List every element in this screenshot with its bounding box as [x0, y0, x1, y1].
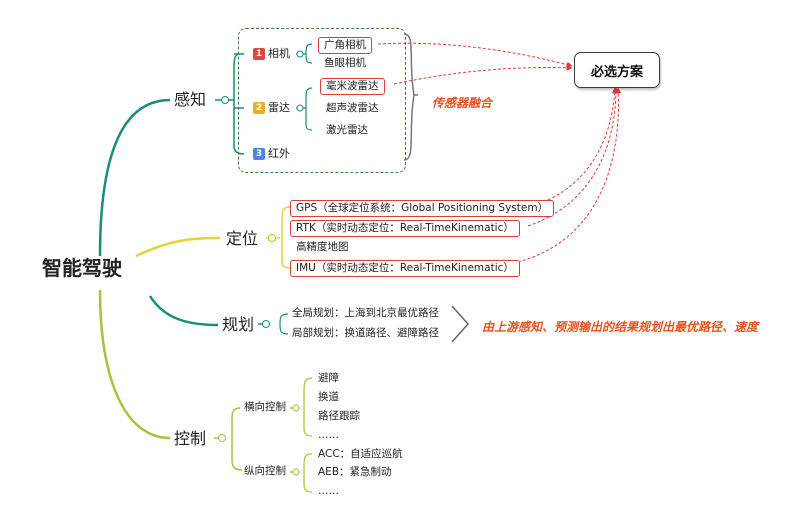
node-lidar[interactable]: 激光雷达 [326, 124, 368, 136]
node-lateral-control[interactable]: 横向控制 [244, 401, 286, 413]
planning-bracket [279, 313, 289, 335]
node-mmwave-radar[interactable]: 毫米波雷达 [320, 78, 385, 95]
toggle-localization[interactable] [268, 234, 276, 242]
sensor-fusion-note: 传感器融合 [432, 96, 493, 110]
fusion-brace [403, 33, 418, 161]
planning-chevron [451, 305, 470, 343]
node-infrared[interactable]: 红外 [268, 147, 290, 160]
badge-camera: 1 [253, 48, 265, 60]
toggle-longitudinal[interactable] [292, 468, 300, 476]
perception-bracket [233, 53, 245, 155]
toggle-planning[interactable] [262, 320, 270, 328]
toggle-radar[interactable] [296, 104, 304, 112]
node-wide-angle-camera[interactable]: 广角相机 [318, 37, 372, 54]
planning-note: 由上游感知、预测输出的结果规划出最优路径、速度 [482, 320, 759, 334]
branch-perception-line [98, 98, 171, 257]
control-bracket [231, 407, 243, 471]
badge-radar: 2 [253, 102, 265, 114]
node-local-planning[interactable]: 局部规划：换道路径、避障路径 [292, 327, 439, 339]
node-gps[interactable]: GPS（全球定位系统：Global Positioning System） [290, 200, 555, 217]
perception-group-frame [238, 28, 406, 173]
node-camera[interactable]: 相机 [268, 47, 290, 60]
node-lateral-more[interactable]: …… [318, 429, 339, 441]
toggle-control[interactable] [218, 434, 226, 442]
node-planning[interactable]: 规划 [222, 315, 255, 334]
badge-infrared: 3 [253, 148, 265, 160]
node-fisheye-camera[interactable]: 鱼眼相机 [324, 57, 366, 69]
node-perception[interactable]: 感知 [174, 90, 207, 109]
node-lane-change[interactable]: 换道 [318, 391, 339, 403]
branch-localization-line [135, 236, 221, 258]
arrow-imu [517, 87, 622, 263]
node-control[interactable]: 控制 [174, 429, 207, 448]
toggle-lateral[interactable] [292, 404, 300, 412]
arrow-mmwave-radar [393, 64, 573, 85]
branch-control-line [98, 289, 171, 440]
node-acc[interactable]: ACC：自适应巡航 [318, 448, 403, 460]
arrow-rtk [527, 87, 619, 227]
arrow-wide-camera [377, 42, 573, 68]
root-node[interactable]: 智能驾驶 [42, 256, 122, 280]
node-aeb[interactable]: AEB：紧急制动 [318, 466, 392, 478]
localization-bracket [281, 206, 291, 269]
node-ultrasonic-radar[interactable]: 超声波雷达 [326, 102, 379, 114]
node-longitudinal-more[interactable]: …… [318, 485, 339, 497]
toggle-perception[interactable] [221, 96, 229, 104]
toggle-camera[interactable] [296, 50, 304, 58]
node-imu[interactable]: IMU（实时动态定位：Real-TimeKinematic） [290, 260, 520, 277]
node-hd-map[interactable]: 高精度地图 [296, 241, 349, 253]
arrow-gps [547, 87, 618, 201]
node-localization[interactable]: 定位 [226, 229, 259, 248]
node-rtk[interactable]: RTK（实时动态定位：Real-TimeKinematic） [290, 220, 520, 237]
node-required-solution[interactable]: 必选方案 [574, 52, 660, 88]
branch-planning-line [148, 295, 219, 327]
node-path-tracking[interactable]: 路径跟踪 [318, 410, 360, 422]
node-global-planning[interactable]: 全局规划：上海到北京最优路径 [292, 307, 439, 319]
node-longitudinal-control[interactable]: 纵向控制 [244, 465, 286, 477]
node-obstacle-avoidance[interactable]: 避障 [318, 372, 339, 384]
node-radar[interactable]: 雷达 [268, 101, 290, 114]
